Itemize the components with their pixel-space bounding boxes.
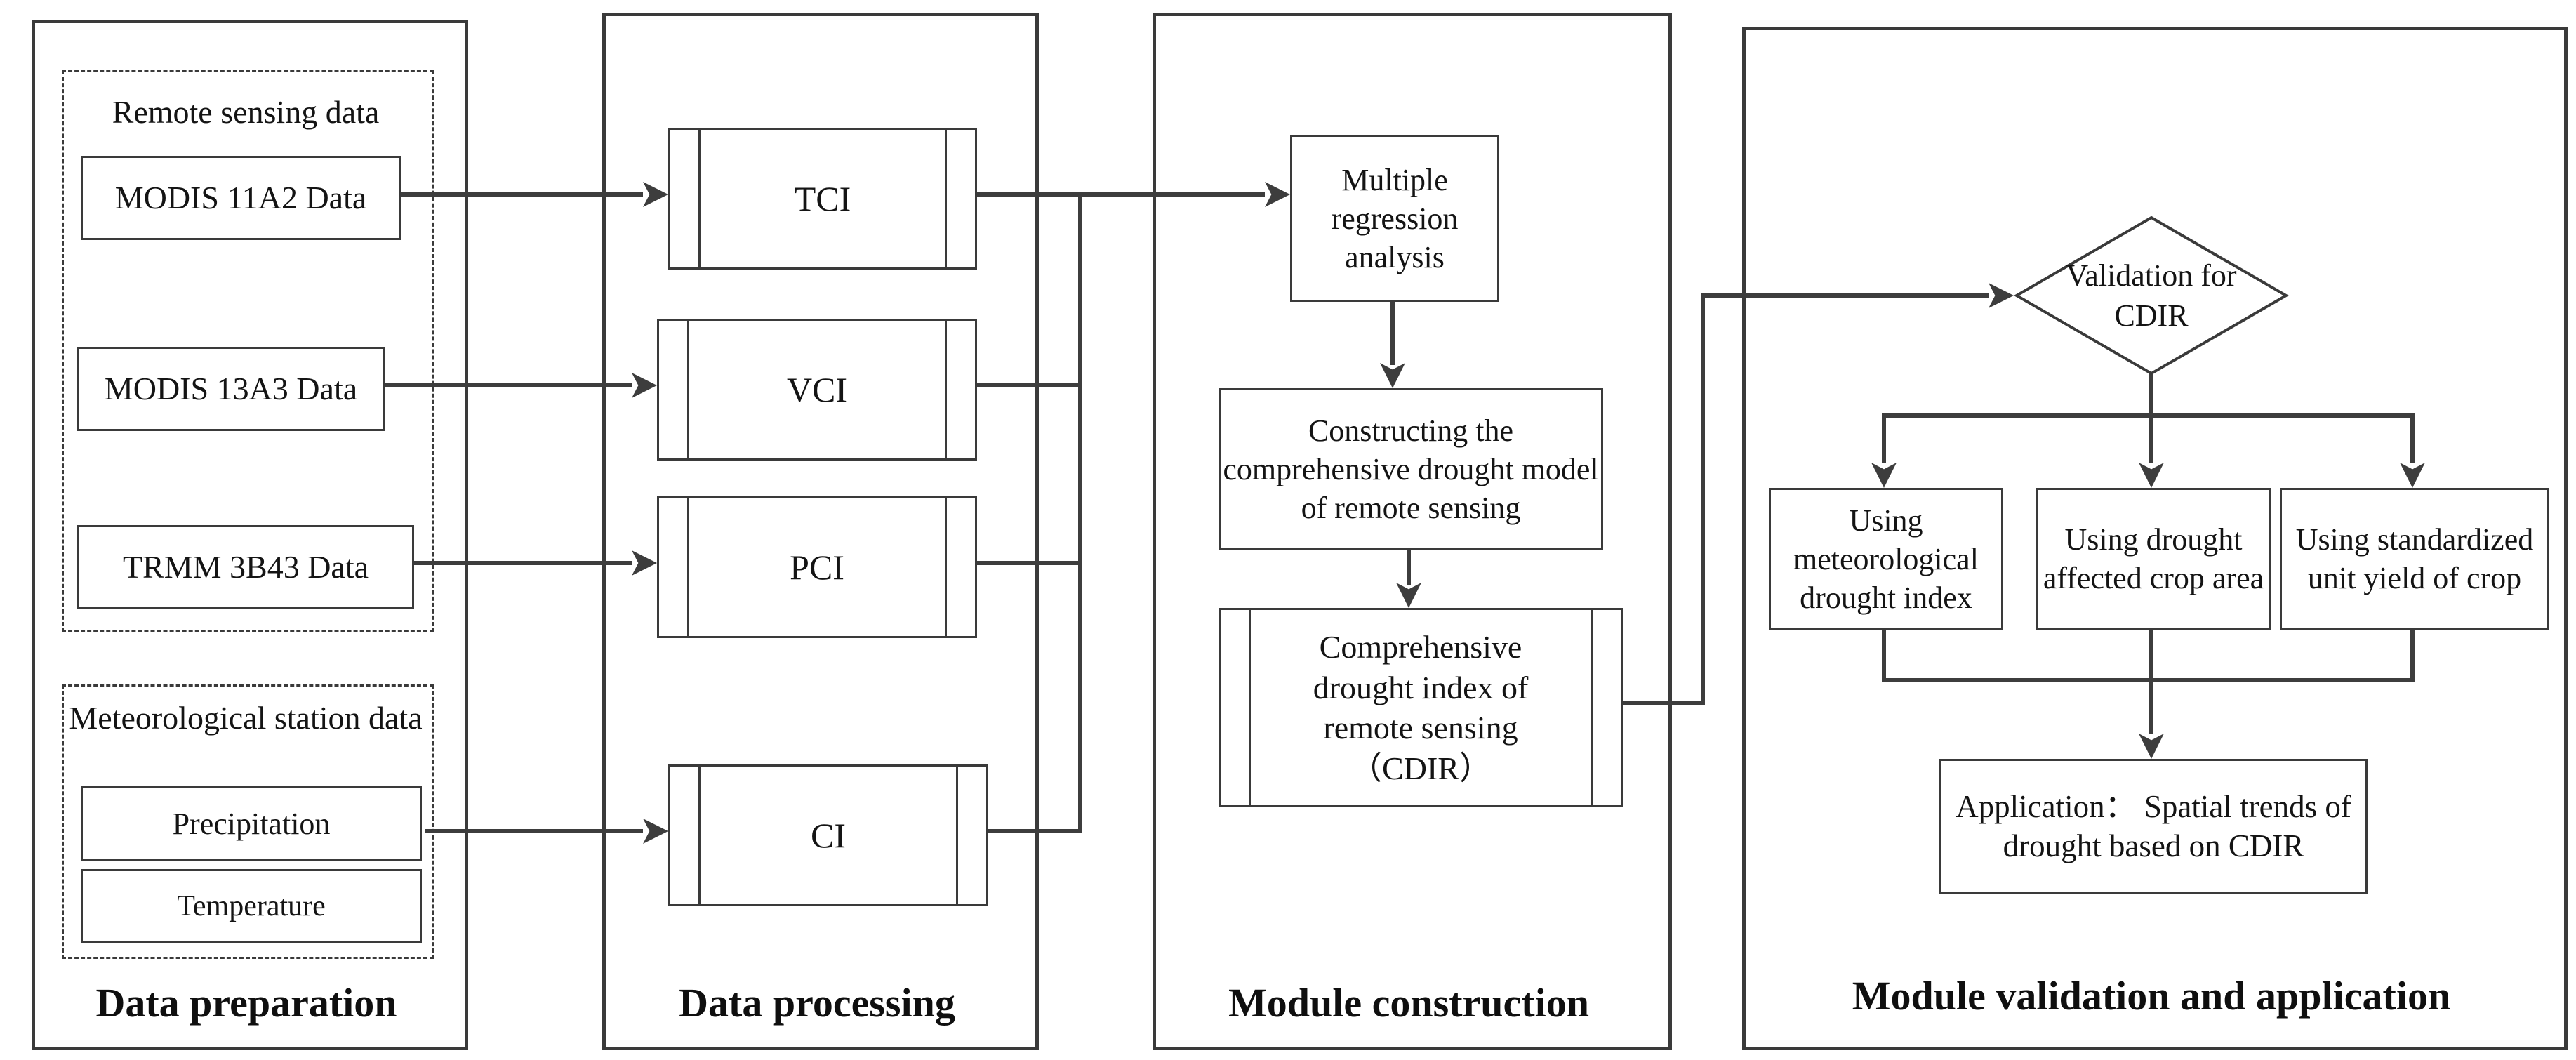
distribution-line bbox=[1882, 413, 2415, 418]
branch-left bbox=[1882, 413, 1886, 463]
line-vci-to-bus bbox=[973, 383, 1082, 387]
node-method-meteorological-index-label: Using meteorological drought index bbox=[1793, 503, 1979, 615]
node-pci: PCI bbox=[657, 496, 977, 638]
label-data-preparation: Data preparation bbox=[32, 979, 461, 1026]
node-precipitation: Precipitation bbox=[81, 786, 422, 861]
bus-vertical-line bbox=[1078, 192, 1082, 833]
collect-left bbox=[1882, 625, 1886, 682]
line-tci-to-regression bbox=[973, 192, 1265, 197]
node-temperature: Temperature bbox=[81, 869, 422, 943]
label-module-construction: Module construction bbox=[1153, 979, 1665, 1026]
node-modis-11a2: MODIS 11A2 Data bbox=[81, 156, 401, 240]
label-data-processing-text: Data processing bbox=[679, 980, 955, 1026]
tci-inner-line-left bbox=[698, 130, 701, 267]
node-method-affected-crop-area-label: Using drought affected crop area bbox=[2043, 522, 2264, 595]
cdir-inner-line-left bbox=[1249, 610, 1251, 805]
node-pci-label: PCI bbox=[790, 547, 844, 587]
remote-sensing-group-title: Remote sensing data bbox=[62, 93, 430, 131]
label-data-processing: Data processing bbox=[602, 979, 1032, 1026]
cdir-inner-line-right bbox=[1591, 610, 1593, 805]
pci-inner-line-left bbox=[687, 498, 689, 636]
line-regression-to-constructing bbox=[1390, 298, 1395, 365]
ci-inner-line-right bbox=[956, 767, 958, 904]
label-data-preparation-text: Data preparation bbox=[95, 980, 397, 1026]
line-constructing-to-cdir bbox=[1407, 545, 1411, 585]
node-method-meteorological-index: Using meteorological drought index bbox=[1769, 488, 2003, 630]
node-temperature-label: Temperature bbox=[177, 889, 326, 922]
node-trmm-3b43-label: TRMM 3B43 Data bbox=[122, 549, 369, 585]
node-validation-diamond: Validation for CDIR bbox=[2014, 215, 2289, 376]
collect-right bbox=[2410, 625, 2415, 682]
vci-inner-line-right bbox=[945, 321, 947, 458]
pci-inner-line-right bbox=[945, 498, 947, 636]
node-method-affected-crop-area: Using drought affected crop area bbox=[2036, 488, 2271, 630]
node-precipitation-label: Precipitation bbox=[172, 806, 331, 841]
collection-line bbox=[1882, 678, 2415, 682]
branch-center bbox=[2149, 413, 2153, 463]
node-cdir-label: Comprehensive drought index of remote se… bbox=[1313, 629, 1529, 786]
node-method-unit-yield: Using standardized unit yield of crop bbox=[2280, 488, 2549, 630]
node-modis-13a3: MODIS 13A3 Data bbox=[77, 347, 385, 431]
node-cdir: Comprehensive drought index of remote se… bbox=[1219, 608, 1623, 807]
node-constructing-model: Constructing the comprehensive drought m… bbox=[1219, 388, 1603, 550]
label-module-validation: Module validation and application bbox=[1742, 972, 2561, 1019]
node-tci: TCI bbox=[668, 128, 977, 270]
label-module-validation-text: Module validation and application bbox=[1852, 973, 2451, 1019]
node-multiple-regression-label: Multiple regression analysis bbox=[1331, 162, 1459, 274]
node-vci-label: VCI bbox=[786, 369, 848, 409]
branch-right bbox=[2410, 413, 2415, 463]
meteo-group-title: Meteorological station data bbox=[62, 698, 430, 737]
section-module-construction bbox=[1153, 13, 1672, 1050]
meteo-group-title-text: Meteorological station data bbox=[69, 700, 423, 736]
line-modis13a3-to-vci bbox=[380, 383, 632, 387]
tci-inner-line-right bbox=[945, 130, 947, 267]
node-tci-label: TCI bbox=[794, 178, 851, 218]
node-application: Application： Spatial trends of drought b… bbox=[1939, 759, 2368, 894]
line-to-diamond bbox=[1701, 293, 1989, 298]
diamond-shape bbox=[2014, 216, 2289, 376]
node-validation-diamond-label: Validation for CDIR bbox=[2066, 258, 2237, 333]
node-multiple-regression: Multiple regression analysis bbox=[1290, 135, 1499, 302]
vci-inner-line-left bbox=[687, 321, 689, 458]
collect-center bbox=[2149, 625, 2153, 734]
node-constructing-model-label: Constructing the comprehensive drought m… bbox=[1223, 413, 1599, 525]
line-trmm3b43-to-pci bbox=[410, 561, 632, 565]
node-method-unit-yield-label: Using standardized unit yield of crop bbox=[2295, 522, 2534, 595]
line-cdir-out bbox=[1619, 701, 1705, 705]
remote-sensing-group-title-text: Remote sensing data bbox=[112, 94, 380, 130]
node-vci: VCI bbox=[657, 319, 977, 461]
group-remote-sensing-data bbox=[62, 70, 434, 632]
section-module-validation bbox=[1742, 27, 2568, 1050]
section-data-processing bbox=[602, 13, 1039, 1050]
line-modis11a2-to-tci bbox=[397, 192, 643, 197]
line-cdir-riser bbox=[1701, 293, 1705, 705]
line-meteo-to-ci bbox=[425, 829, 643, 833]
line-pci-to-bus bbox=[973, 561, 1082, 565]
node-ci-label: CI bbox=[811, 815, 846, 855]
group-meteorological-station-data bbox=[62, 684, 434, 959]
section-data-preparation bbox=[32, 20, 468, 1050]
node-modis-11a2-label: MODIS 11A2 Data bbox=[114, 180, 367, 216]
node-ci: CI bbox=[668, 764, 988, 906]
line-ci-to-bus bbox=[984, 829, 1082, 833]
node-modis-13a3-label: MODIS 13A3 Data bbox=[104, 371, 358, 407]
ci-inner-line-left bbox=[698, 767, 701, 904]
node-application-label: Application： Spatial trends of drought b… bbox=[1956, 788, 2351, 863]
node-trmm-3b43: TRMM 3B43 Data bbox=[77, 525, 414, 609]
line-diamond-down bbox=[2149, 369, 2153, 416]
label-module-construction-text: Module construction bbox=[1228, 980, 1589, 1026]
